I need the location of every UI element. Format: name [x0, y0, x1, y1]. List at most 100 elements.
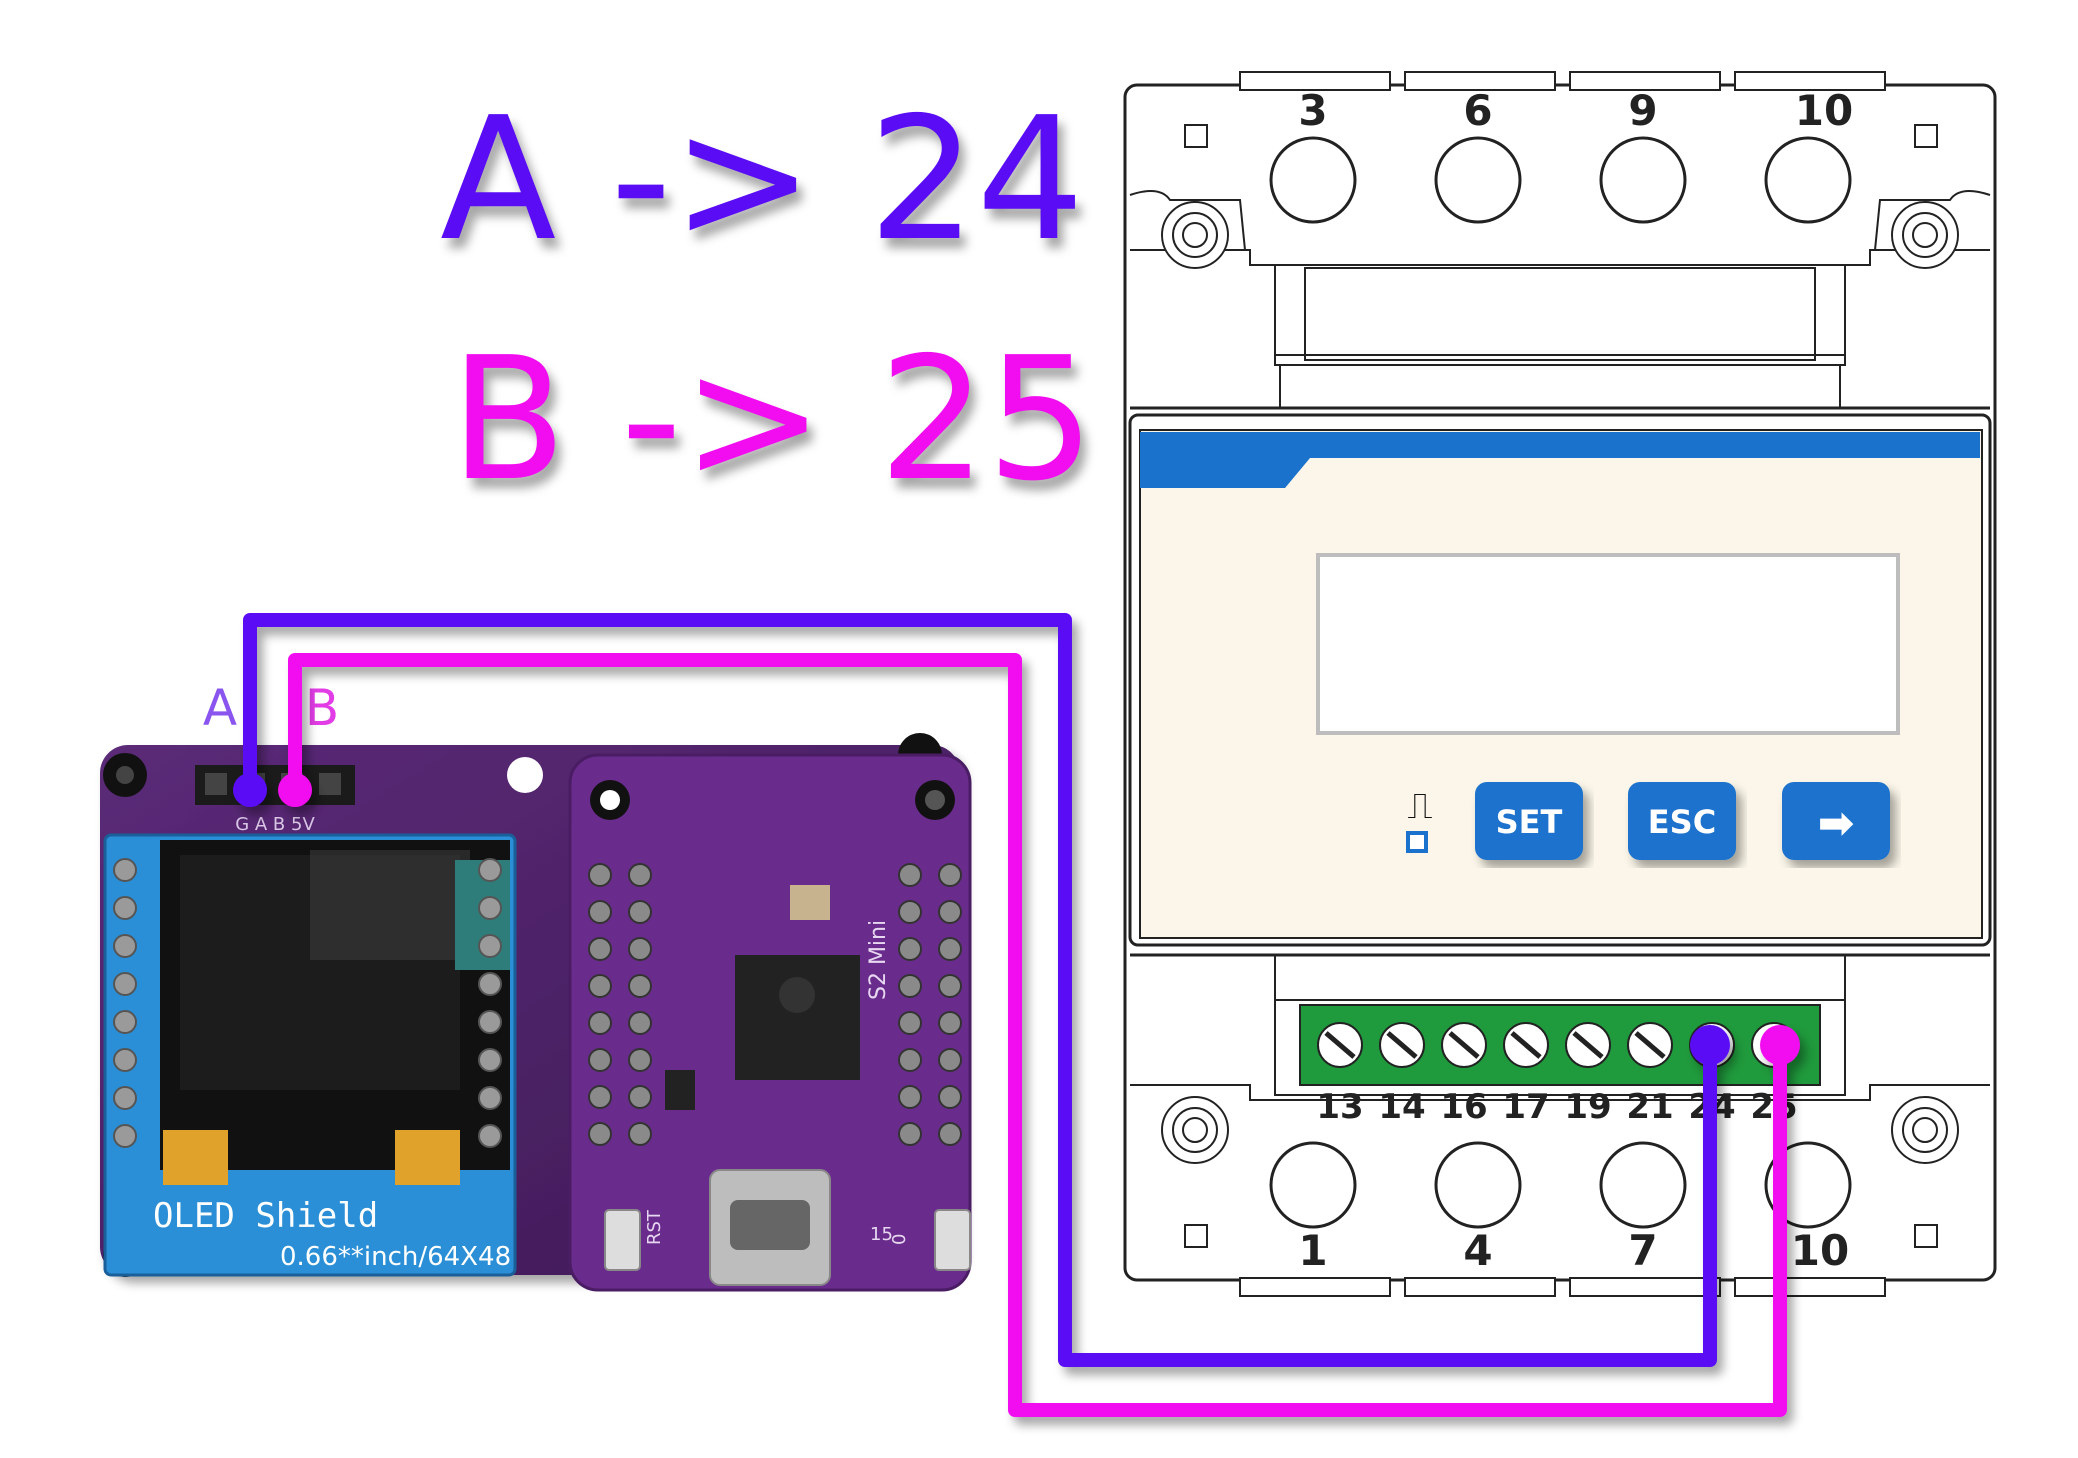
header-silkscreen: G A B 5V: [235, 814, 315, 835]
panel-blue-stripe: [1140, 432, 1980, 488]
terminal-hole-4: [1434, 1141, 1522, 1229]
header-pin: [478, 1010, 502, 1034]
esp32-chip: [735, 955, 860, 1080]
header-pin: [113, 896, 137, 920]
header-pin: [113, 1124, 137, 1148]
board-pin: [628, 1048, 652, 1072]
boot-button: [934, 1209, 971, 1271]
esc-button-label: ESC: [1648, 803, 1716, 841]
board-pin: [898, 863, 922, 887]
bottom-terminal-label: 4: [1463, 1226, 1492, 1275]
board-pin: [588, 937, 612, 961]
set-button[interactable]: SET: [1475, 782, 1583, 860]
green-terminal-label: 16: [1440, 1087, 1487, 1127]
wire-a: [233, 613, 1730, 1367]
board-pin: [628, 1122, 652, 1146]
wire-b-end: [1760, 1025, 1800, 1065]
board-pin: [938, 863, 962, 887]
header-pin: [478, 1086, 502, 1110]
header-pin: [478, 934, 502, 958]
screw-terminal-17: [1503, 1022, 1549, 1068]
board-pin: [588, 863, 612, 887]
board-pin: [938, 900, 962, 924]
board-model-silk: S2 Mini: [866, 920, 891, 1000]
wire-a-start: [233, 773, 267, 807]
board-pin: [588, 1011, 612, 1035]
board-pin: [938, 1122, 962, 1146]
screw-terminal-13: [1317, 1022, 1363, 1068]
header-pin: [478, 896, 502, 920]
board-pin: [938, 974, 962, 998]
green-terminal-label: 19: [1564, 1087, 1611, 1127]
terminal-hole-9: [1599, 136, 1687, 224]
header-pin: [113, 1010, 137, 1034]
board-pin: [898, 974, 922, 998]
screw-terminal-21: [1627, 1022, 1673, 1068]
green-terminal-block: [1299, 1004, 1821, 1086]
wire-a-end: [1690, 1025, 1730, 1065]
screw-terminal-16: [1441, 1022, 1487, 1068]
header-pin: [478, 1124, 502, 1148]
green-terminal-label: 21: [1626, 1087, 1673, 1127]
bottom-terminal-label: 10: [1791, 1226, 1849, 1275]
green-terminal-label: 14: [1378, 1087, 1425, 1127]
next-button[interactable]: ➡: [1782, 782, 1890, 860]
board-pin: [898, 1048, 922, 1072]
arrow-right-icon: ➡: [1818, 798, 1855, 849]
header-pin: [478, 972, 502, 996]
energy-meter: 3 6 9 10 ⎍: [1123, 71, 1997, 1297]
board-pin: [588, 1048, 612, 1072]
mapping-a-to-24: A -> 24: [440, 81, 1085, 279]
board-pin: [588, 1122, 612, 1146]
rst-button: [604, 1209, 641, 1271]
board-pin: [898, 1011, 922, 1035]
board-pin: [898, 900, 922, 924]
mapping-b-to-25: B -> 25: [450, 321, 1095, 519]
board-pin: [628, 1085, 652, 1109]
oled-shield-title: OLED Shield: [153, 1196, 378, 1236]
board-pin: [628, 974, 652, 998]
esc-button[interactable]: ESC: [1628, 782, 1736, 860]
wire-b-start: [278, 773, 312, 807]
board-pin: [588, 1085, 612, 1109]
header-pin: [113, 934, 137, 958]
board-pin: [898, 1122, 922, 1146]
board-pin: [938, 937, 962, 961]
bottom-terminal-label: 7: [1628, 1226, 1657, 1275]
board-pin: [938, 1085, 962, 1109]
pin-15-silk: 15: [870, 1224, 893, 1245]
board-pin: [938, 1048, 962, 1072]
mount-hole: [507, 757, 543, 793]
screw-terminal-19: [1565, 1022, 1611, 1068]
pin-a-label: A: [203, 679, 237, 737]
bottom-terminal-label: 1: [1298, 1226, 1327, 1275]
board-pin: [628, 1011, 652, 1035]
pulse-led-icon: [1406, 831, 1428, 853]
screw-terminal-14: [1379, 1022, 1425, 1068]
board-pin: [938, 1011, 962, 1035]
set-button-label: SET: [1496, 803, 1563, 841]
top-terminal-label: 10: [1795, 86, 1853, 135]
board-pin: [898, 1085, 922, 1109]
rst-silk: RST: [644, 1209, 665, 1245]
pulse-icon: ⎍: [1407, 786, 1432, 827]
lcd-display: [1316, 553, 1900, 735]
terminal-hole-3: [1269, 136, 1357, 224]
header-pin: [113, 858, 137, 882]
board-pin: [628, 937, 652, 961]
wire-b: [278, 653, 1800, 1417]
board-pin: [628, 863, 652, 887]
terminal-hole-10-top: [1764, 136, 1852, 224]
header-pin: [113, 1086, 137, 1110]
board-pin: [588, 974, 612, 998]
board-pin: [588, 900, 612, 924]
board-pin: [628, 900, 652, 924]
header-pin: [478, 858, 502, 882]
terminal-hole-6: [1434, 136, 1522, 224]
pin-b-label: B: [305, 679, 339, 737]
green-terminal-label: 17: [1502, 1087, 1549, 1127]
top-terminal-label: 9: [1628, 86, 1657, 135]
terminal-hole-7: [1599, 1141, 1687, 1229]
